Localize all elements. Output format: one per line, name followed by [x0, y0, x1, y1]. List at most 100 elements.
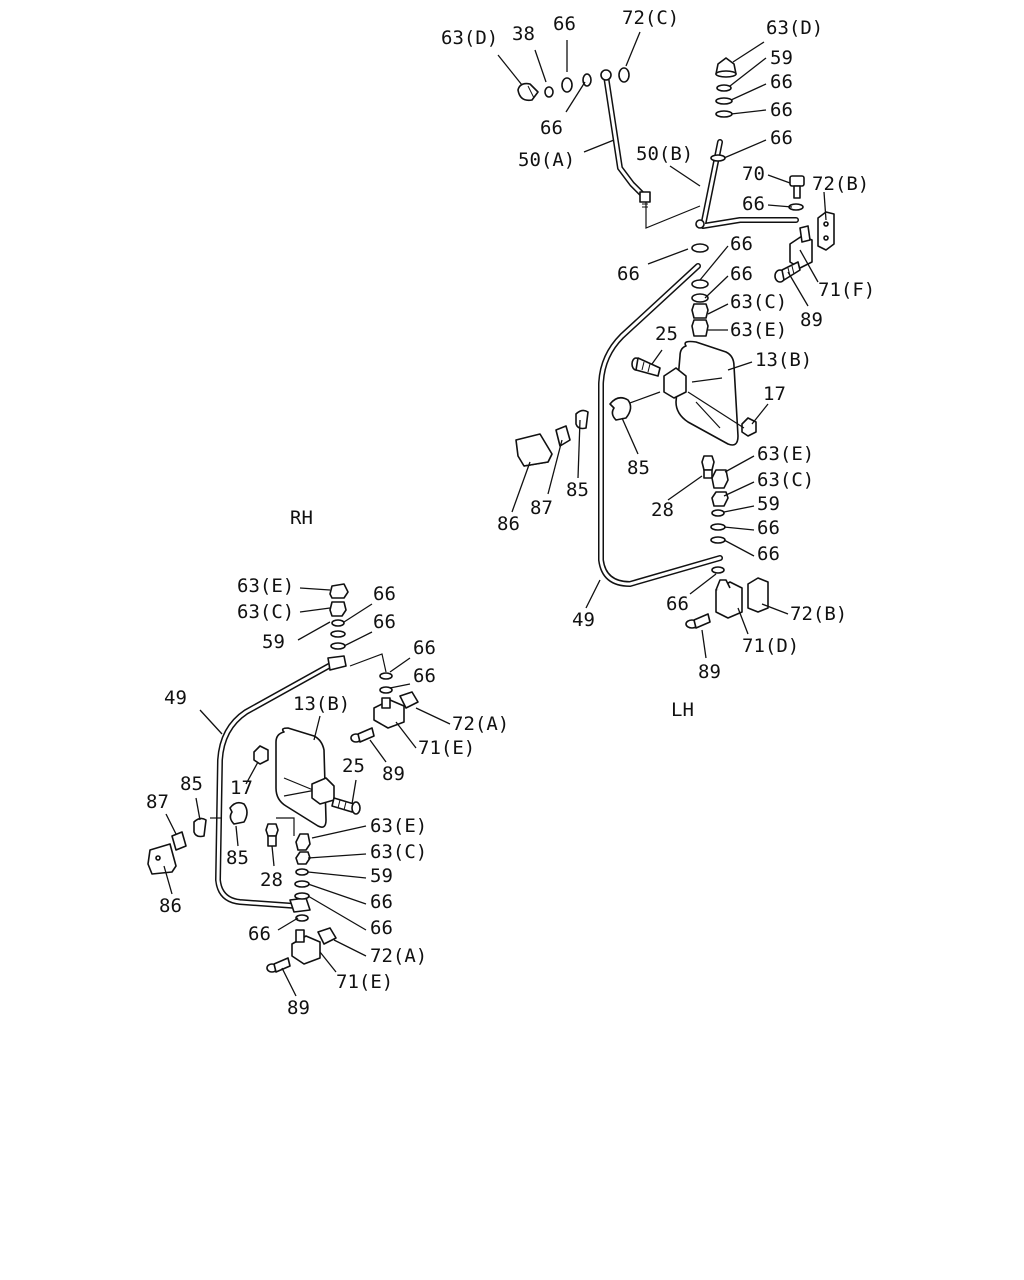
washer-66-rh-lower-a: [294, 880, 310, 888]
spring-washer-59-lh: [711, 509, 725, 517]
leader-line: [343, 631, 373, 647]
part-number-label: 66: [730, 233, 753, 255]
part-number-label: 63(D): [441, 27, 498, 49]
bolt-top-stay: [639, 191, 651, 208]
bolt-89-rh-bottom: [266, 957, 291, 973]
rh-dashed-guide: [349, 653, 387, 673]
part-number-label: 89: [698, 661, 721, 683]
leader-line: [313, 715, 321, 741]
nut-63c-lh: [691, 303, 709, 319]
cap-nut-63d-right: [715, 57, 737, 78]
washer-66-top-1: [715, 97, 733, 105]
part-number-label: 86: [159, 895, 182, 917]
part-number-label: 25: [342, 755, 365, 777]
leader-line: [319, 951, 337, 973]
lh-label: LH: [671, 699, 694, 721]
rh-assembly: [147, 583, 419, 973]
part-number-label: 85: [566, 479, 589, 501]
leader-line: [307, 853, 367, 859]
leader-line: [723, 539, 755, 557]
part-number-label: 66: [770, 99, 793, 121]
leader-line: [583, 139, 615, 153]
leader-line: [707, 303, 729, 315]
spring-washer-59-rh: [295, 868, 309, 876]
leader-line: [369, 739, 387, 763]
clamp-85-lh-b: [575, 409, 589, 430]
nut-63c-rh-top: [329, 601, 347, 617]
part-number-label: 66: [553, 13, 576, 35]
part-number-label: 50(B): [636, 143, 693, 165]
part-number-label: 59: [770, 47, 793, 69]
part-number-label: 28: [651, 499, 674, 521]
part-number-label: 66: [770, 127, 793, 149]
part-number-label: 63(E): [757, 443, 814, 465]
cap-nut-63d-left: [517, 82, 539, 102]
nut-17-rh: [253, 745, 269, 765]
stay-50b: [695, 139, 799, 229]
bolt-28-lh: [701, 455, 715, 479]
part-number-label: 63(E): [237, 575, 294, 597]
part-number-label: 66: [370, 917, 393, 939]
leader-line: [389, 657, 411, 673]
leader-line: [751, 403, 769, 425]
leader-line: [704, 275, 729, 299]
lh-nut-guide: [687, 391, 745, 429]
stay-50a: [600, 69, 647, 199]
leader-line: [667, 475, 703, 501]
part-number-label: 50(A): [518, 149, 575, 171]
leader-line: [307, 871, 367, 879]
leader-line: [277, 917, 299, 931]
screw-25-lh: [631, 357, 661, 377]
bracket-71f: [789, 225, 813, 269]
part-number-label: 72(A): [370, 945, 427, 967]
part-number-label: 63(E): [730, 319, 787, 341]
part-number-label: 72(C): [622, 7, 679, 29]
part-number-label: 66: [730, 263, 753, 285]
leader-line: [767, 204, 793, 208]
leader-line: [651, 349, 663, 365]
part-number-label: 89: [382, 763, 405, 785]
washer-66-rh-lower-c: [295, 914, 309, 922]
leader-line: [333, 939, 367, 957]
part-number-label: 28: [260, 869, 283, 891]
leader-line: [737, 607, 749, 635]
washer-66-lh-lower-b: [710, 536, 726, 544]
leader-line: [823, 191, 827, 221]
nut-63c-lh-lower: [711, 491, 729, 507]
leader-line: [669, 165, 701, 187]
part-number-label: 63(C): [370, 841, 427, 863]
washer-66-lh-lower-a: [710, 523, 726, 531]
leader-line: [351, 779, 357, 805]
part-number-label: 66: [757, 517, 780, 539]
leader-line: [621, 417, 639, 455]
leader-line: [701, 629, 707, 659]
leader-line: [343, 603, 373, 623]
leader-line: [787, 271, 809, 307]
bolt-70: [789, 175, 805, 199]
leader-line: [235, 825, 239, 847]
bracket-71e-rh-top: [373, 697, 405, 729]
leader-line: [723, 526, 755, 531]
part-number-label: 71(D): [742, 635, 799, 657]
washer-66-lh-lower-c: [711, 566, 725, 574]
leader-line: [729, 57, 767, 87]
washer-66-stay-top: [691, 243, 709, 253]
plate-72b-bottom: [747, 577, 769, 613]
mirror-head-13b-rh: [275, 727, 335, 828]
leader-line: [799, 249, 819, 283]
part-number-label: 66: [413, 665, 436, 687]
leader-line: [723, 481, 755, 497]
leader-line: [625, 31, 641, 67]
clip-87-rh: [171, 831, 187, 851]
leader-line: [699, 245, 729, 281]
clamp-85-rh-b: [193, 817, 207, 838]
washer-66-rh-top-b: [330, 642, 346, 650]
leader-line: [577, 419, 581, 479]
part-number-label: 49: [572, 609, 595, 631]
part-number-label: 66: [370, 891, 393, 913]
part-number-label: 63(C): [757, 469, 814, 491]
leader-line: [497, 54, 523, 86]
clamp-85-rh-a: [229, 801, 248, 825]
leader-line: [163, 865, 173, 895]
